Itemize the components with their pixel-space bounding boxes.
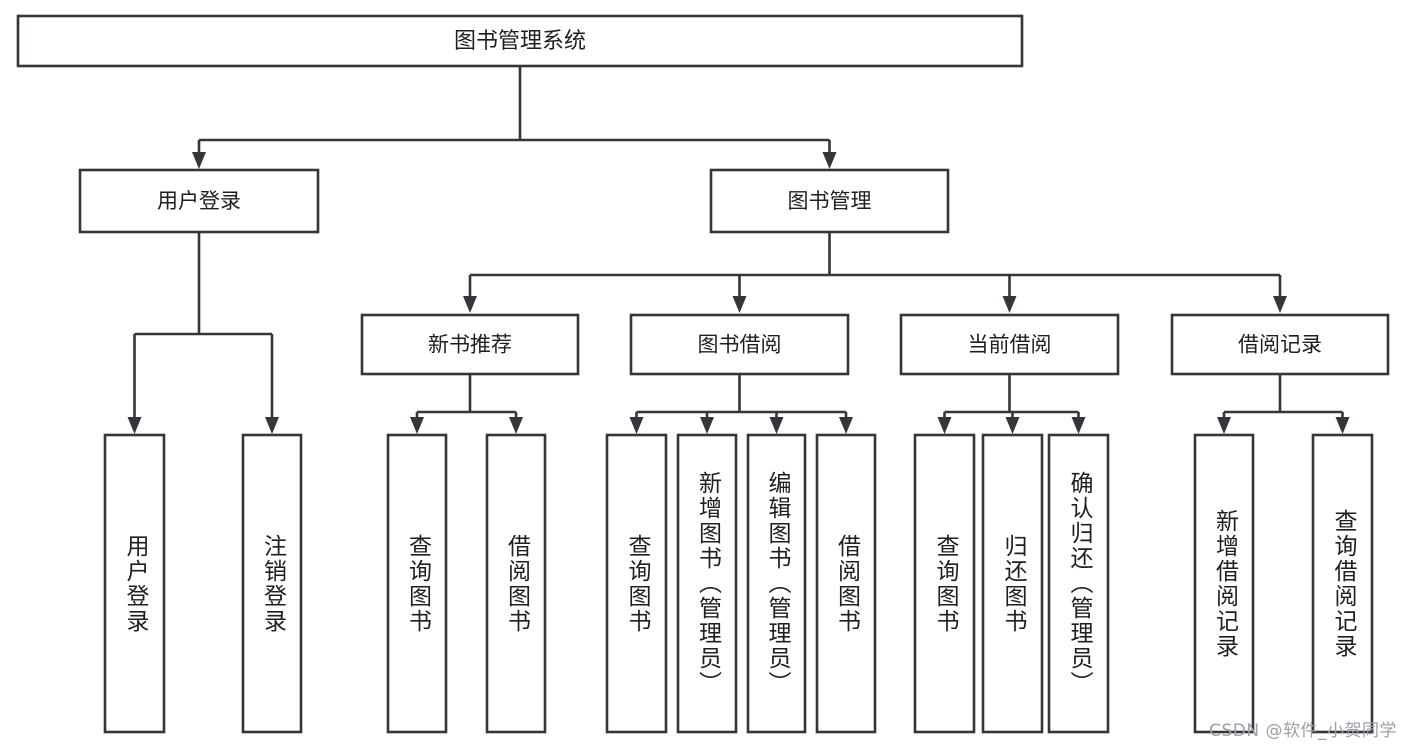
arrowhead-level3-1 — [732, 296, 747, 313]
arrowhead-leaf-2-3 — [839, 417, 853, 434]
box-leaf-7[interactable] — [815, 433, 877, 734]
arrowhead-root-0 — [192, 152, 206, 169]
box-leaf-9[interactable] — [981, 433, 1044, 734]
box-level3-2[interactable] — [899, 313, 1120, 376]
box-level2-0[interactable] — [78, 168, 320, 234]
box-leaf-4[interactable] — [605, 433, 668, 734]
label-level2-0: 用户登录 — [157, 189, 241, 213]
arrowhead-leaf-4-1 — [1335, 417, 1350, 434]
arrowhead-leaf-2-0 — [629, 417, 644, 434]
box-leaf-8[interactable] — [913, 433, 976, 734]
arrowhead-leaf-0-1 — [265, 417, 279, 434]
box-leaf-2[interactable] — [386, 433, 448, 734]
box-leaf-12[interactable] — [1311, 433, 1374, 734]
box-level3-0[interactable] — [360, 313, 580, 376]
box-leaf-1[interactable] — [241, 433, 303, 734]
arrowhead-level3-2 — [1002, 296, 1017, 313]
box-level3-3[interactable] — [1170, 313, 1390, 376]
arrowhead-level3-3 — [1273, 296, 1287, 313]
arrowhead-leaf-3-1 — [1005, 417, 1020, 434]
box-leaf-11[interactable] — [1193, 433, 1255, 734]
label-level3-3: 借阅记录 — [1238, 333, 1322, 357]
label-level3-2: 当前借阅 — [968, 333, 1052, 357]
arrowhead-root-1 — [822, 152, 837, 169]
arrowhead-leaf-1-1 — [509, 417, 523, 434]
box-level2-1[interactable] — [709, 168, 950, 234]
arrowhead-leaf-0-0 — [127, 417, 142, 434]
arrowhead-leaf-2-2 — [769, 417, 784, 434]
arrowhead-leaf-3-0 — [937, 417, 952, 434]
box-leaf-3[interactable] — [485, 433, 547, 734]
box-leaf-10[interactable] — [1047, 433, 1110, 734]
box-level3-1[interactable] — [629, 313, 850, 376]
arrowhead-leaf-2-1 — [700, 417, 714, 434]
box-leaf-0[interactable] — [103, 433, 166, 734]
box-root-node-e59bbee4b9a6e7aea1e79086e7b3bbe7bb9f[interactable] — [16, 14, 1024, 68]
arrowhead-leaf-3-2 — [1071, 417, 1086, 434]
label-root: 图书管理系统 — [454, 29, 586, 54]
box-leaf-5[interactable] — [676, 433, 738, 734]
csdn-watermark: CSDN @软件_小贺同学 — [1209, 721, 1397, 741]
label-level2-1: 图书管理 — [788, 189, 872, 213]
arrowhead-leaf-1-0 — [410, 417, 424, 434]
box-leaf-6[interactable] — [746, 433, 807, 734]
boxes-layer — [16, 14, 1390, 734]
arrowhead-level3-0 — [463, 296, 477, 313]
arrowhead-leaf-4-0 — [1217, 417, 1231, 434]
connectors-layer — [127, 66, 1350, 434]
label-level3-0: 新书推荐 — [428, 333, 512, 357]
label-level3-1: 图书借阅 — [698, 333, 782, 357]
